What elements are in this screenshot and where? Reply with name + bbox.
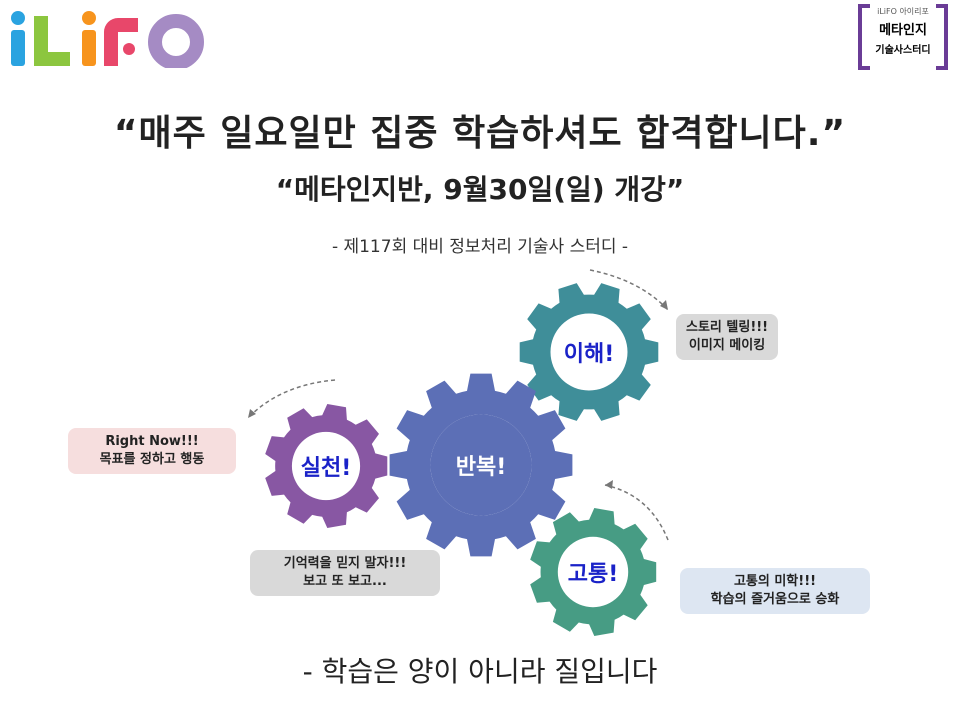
bubble-practice: Right Now!!! 목표를 정하고 행동 [68,428,236,474]
bubble-line: 스토리 텔링!!! [686,320,769,335]
bubble-line: 보고 또 보고... [303,574,387,589]
gear-understand [519,283,659,421]
badge-title: 메타인지 [879,23,927,38]
headline: “매주 일요일만 집중 학습하셔도 합격합니다.” [113,113,847,154]
tagline: - 제117회 대비 정보처리 기술사 스터디 - [331,237,629,257]
bubble-line: 목표를 정하고 행동 [99,452,205,467]
gear-repeat [389,373,573,557]
gear-practice [265,404,388,528]
arrow-practice [247,379,336,419]
bubble-pain: 고통의 미학!!! 학습의 즐거움으로 승화 [680,568,870,614]
gear-label-practice: 실천! [300,456,352,481]
bracket-right [936,4,948,70]
meta-cognition-badge: iLiFO 아이리포 메타인지 기술사스터디 [858,4,948,70]
bubble-repeat: 기억력을 믿지 말자!!! 보고 또 보고... [250,550,440,596]
badge-brand: iLiFO 아이리포 [877,7,929,16]
gear-label-repeat: 반복! [455,455,507,480]
bubble-understand: 스토리 텔링!!! 이미지 메이킹 [676,314,779,360]
bubble-line: 학습의 즐거움으로 승화 [710,592,840,607]
gear-label-pain: 고통! [567,562,619,587]
bubble-line: 기억력을 믿지 말자!!! [283,556,407,571]
subheadline: “메타인지반, 9월30일(일) 개강” [275,173,685,206]
badge-subtitle: 기술사스터디 [875,45,931,56]
arrow-pain [604,484,669,541]
bubble-line: 고통의 미학!!! [733,574,817,589]
gear-hub-repeat [430,414,532,516]
ilifo-logo [11,11,204,68]
footer-message: - 학습은 양이 아니라 질입니다 [302,655,658,688]
bubble-line: 이미지 메이킹 [688,338,766,353]
gear-pain [530,508,657,636]
bubble-line: Right Now!!! [105,434,199,449]
gear-label-understand: 이해! [563,342,615,367]
bracket-left [858,4,870,70]
